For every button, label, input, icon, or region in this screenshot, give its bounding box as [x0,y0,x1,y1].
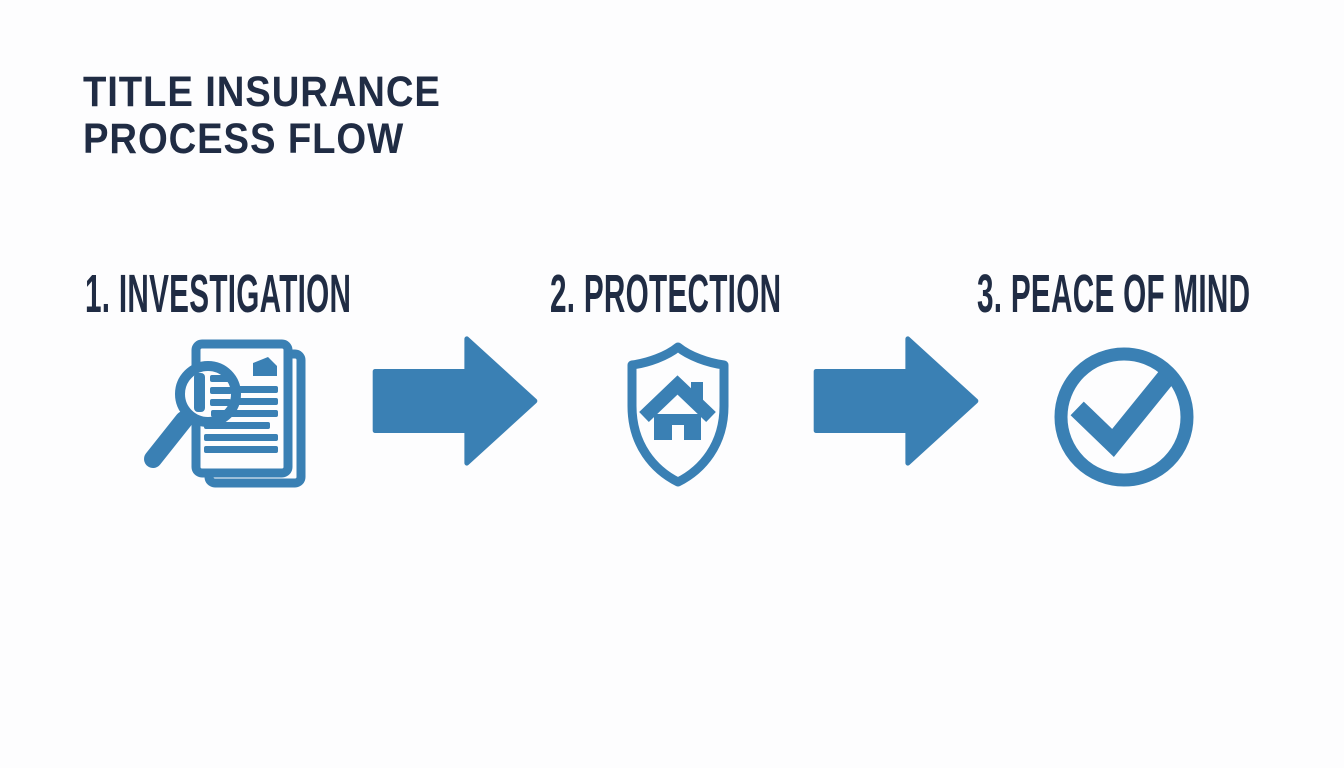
magnifier-documents-icon [138,336,323,491]
step-2-label: 2. PROTECTION [550,264,782,324]
shield-house-icon [621,338,735,490]
page-title: TITLE INSURANCE PROCESS FLOW [83,69,485,163]
step-1-label: 1. INVESTIGATION [85,264,352,324]
arrow-right-icon [812,331,982,471]
page-title-line-1: TITLE INSURANCE [83,68,441,116]
page-title-line-2: PROCESS FLOW [83,115,405,163]
check-circle-icon [1053,347,1195,487]
arrow-right-icon [371,331,541,471]
step-3-label: 3. PEACE OF MIND [977,264,1251,324]
